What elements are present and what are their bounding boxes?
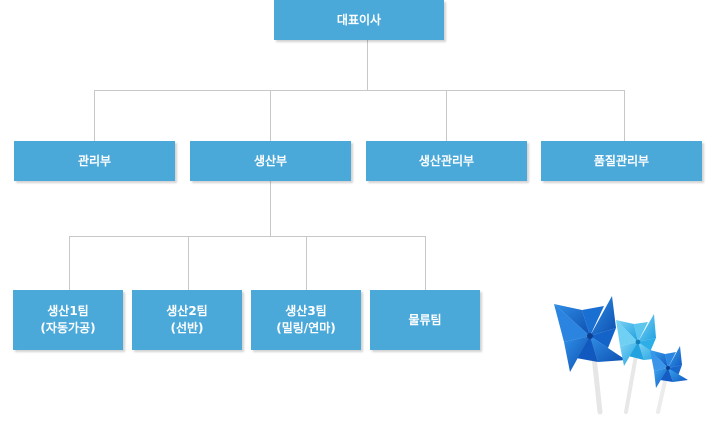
- team-detail: (선반): [170, 321, 204, 335]
- connector-team-3: [306, 236, 307, 291]
- dept-label: 관리부: [77, 153, 112, 168]
- ceo-label: 대표이사: [336, 12, 382, 27]
- pinwheel-medium: [616, 314, 662, 366]
- dept-label: 생산부: [253, 153, 288, 168]
- pinwheel-small: [650, 346, 688, 388]
- team-box-production-2: 생산2팀 (선반): [132, 290, 242, 350]
- connector-dept-bar: [94, 90, 625, 91]
- connector-ceo-down: [367, 40, 368, 90]
- connector-dept-2: [270, 90, 271, 141]
- dept-label: 품질관리부: [593, 153, 650, 168]
- connector-team-bar: [69, 236, 426, 237]
- dept-label: 생산관리부: [418, 153, 475, 168]
- team-name: 생산1팀: [47, 304, 89, 318]
- connector-team-2: [188, 236, 189, 291]
- ceo-box: 대표이사: [274, 0, 444, 40]
- team-detail: (자동가공): [40, 321, 96, 335]
- team-box-production-3: 생산3팀 (밀링/연마): [251, 290, 361, 350]
- pinwheels-icon: [554, 296, 688, 415]
- connector-team-1: [69, 236, 70, 291]
- connector-dept-1: [94, 90, 95, 141]
- connector-dept-4: [624, 90, 625, 141]
- pinwheel-large: [554, 296, 626, 372]
- dept-box-management: 관리부: [14, 141, 175, 181]
- team-box-logistics: 물류팀: [370, 290, 480, 350]
- connector-team-4: [425, 236, 426, 291]
- team-name: 생산3팀: [285, 304, 327, 318]
- team-name: 물류팀: [408, 312, 442, 327]
- dept-box-production: 생산부: [190, 141, 351, 181]
- team-box-production-1: 생산1팀 (자동가공): [13, 290, 123, 350]
- connector-production-down: [270, 181, 271, 236]
- team-name: 생산2팀: [166, 304, 208, 318]
- dept-box-production-management: 생산관리부: [366, 141, 527, 181]
- connector-dept-3: [446, 90, 447, 141]
- dept-box-quality-management: 품질관리부: [541, 141, 702, 181]
- team-detail: (밀링/연마): [276, 321, 336, 335]
